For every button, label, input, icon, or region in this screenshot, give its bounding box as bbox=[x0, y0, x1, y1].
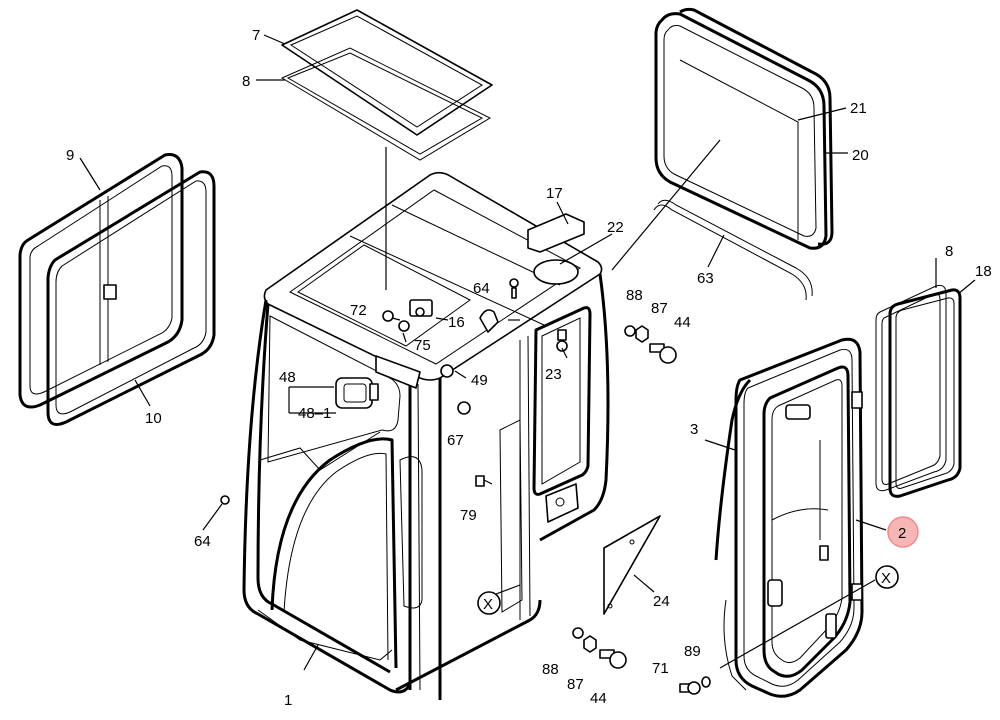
callout-8-roof: 8 bbox=[242, 73, 250, 90]
callout-3: 3 bbox=[690, 421, 698, 438]
callout-labels: 7 8 9 10 21 20 17 22 63 64 72 16 75 88 8… bbox=[66, 27, 992, 709]
callout-20: 20 bbox=[852, 147, 869, 164]
callout-71: 71 bbox=[652, 660, 669, 677]
callout-87-top: 87 bbox=[651, 300, 668, 317]
callout-67: 67 bbox=[447, 432, 464, 449]
cab-frame-part bbox=[242, 171, 610, 700]
callout-48-1: 48–1 bbox=[298, 405, 331, 422]
callout-16: 16 bbox=[448, 314, 465, 331]
door-part bbox=[714, 337, 864, 698]
x-marker-right bbox=[875, 565, 899, 589]
callout-2: 2 bbox=[898, 525, 906, 542]
callout-48: 48 bbox=[279, 369, 296, 386]
callout-63: 63 bbox=[697, 270, 714, 287]
fasteners bbox=[220, 278, 711, 695]
callout-72: 72 bbox=[350, 302, 367, 319]
callout-49: 49 bbox=[471, 372, 488, 389]
light-48-part bbox=[335, 355, 421, 409]
callout-x-right: X bbox=[881, 570, 891, 587]
callout-24: 24 bbox=[653, 593, 670, 610]
callout-89: 89 bbox=[684, 643, 701, 660]
roof-glass-part bbox=[280, 9, 493, 161]
callout-7: 7 bbox=[252, 27, 260, 44]
callout-88-top: 88 bbox=[626, 287, 643, 304]
callout-75: 75 bbox=[414, 337, 431, 354]
callout-18: 18 bbox=[975, 263, 992, 280]
left-window-part bbox=[18, 153, 216, 426]
callout-87-bottom: 87 bbox=[567, 676, 584, 693]
callout-21: 21 bbox=[850, 100, 867, 117]
x-marker-left bbox=[477, 591, 501, 615]
rear-window-part bbox=[653, 7, 834, 301]
callout-x-left: X bbox=[483, 596, 493, 613]
callout-64-left: 64 bbox=[194, 533, 211, 550]
selected-callout-highlight bbox=[887, 516, 919, 548]
callout-64-top: 64 bbox=[473, 280, 490, 297]
callout-79: 79 bbox=[460, 507, 477, 524]
callout-88-bottom: 88 bbox=[542, 661, 559, 678]
door-small-window-part bbox=[875, 284, 962, 498]
callout-22: 22 bbox=[607, 219, 624, 236]
callout-10: 10 bbox=[145, 410, 162, 427]
callout-9: 9 bbox=[66, 147, 74, 164]
callout-44-top: 44 bbox=[674, 314, 691, 331]
callout-17: 17 bbox=[546, 185, 563, 202]
callout-1: 1 bbox=[284, 692, 292, 709]
callout-23: 23 bbox=[545, 366, 562, 383]
callout-44-bottom: 44 bbox=[590, 690, 607, 707]
plate-24-part bbox=[603, 515, 661, 615]
callout-8-door: 8 bbox=[945, 243, 953, 260]
leader-lines bbox=[79, 34, 976, 671]
